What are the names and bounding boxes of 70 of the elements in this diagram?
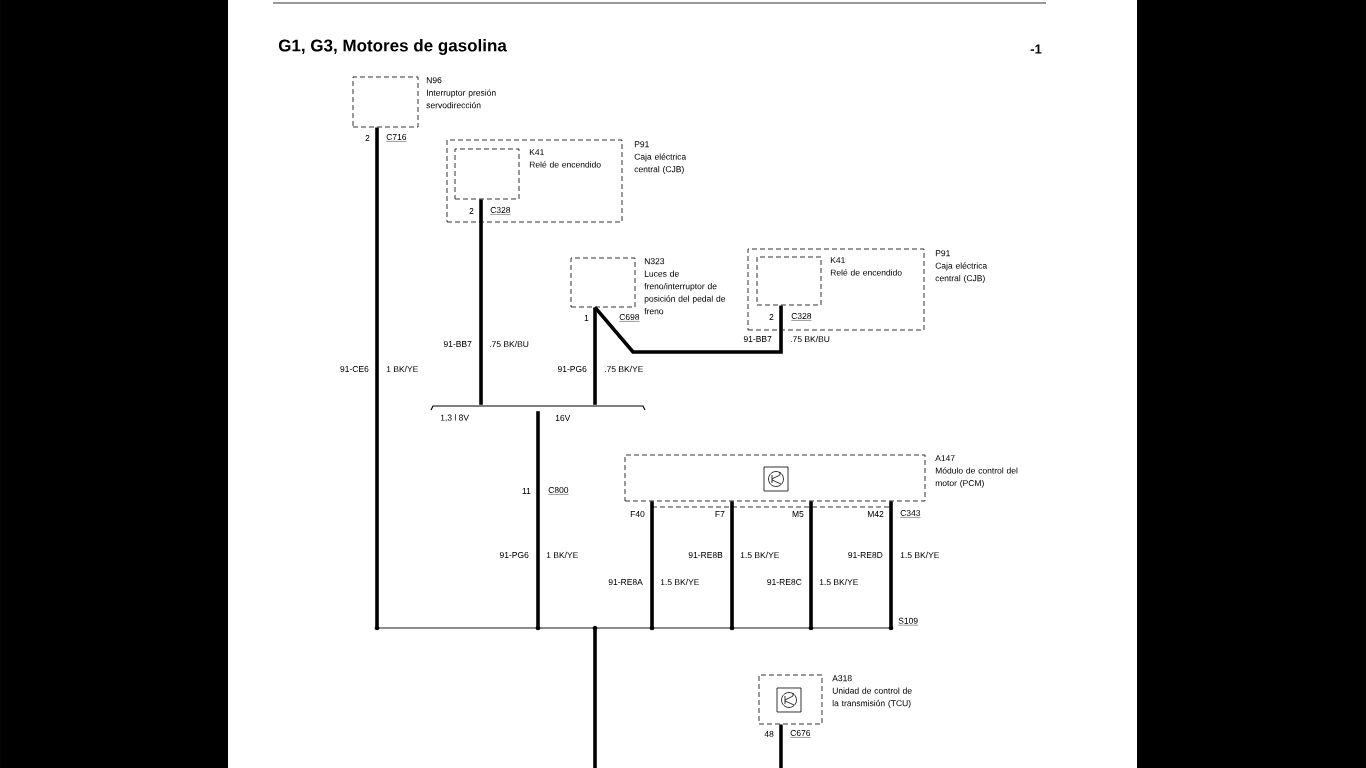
- node-label: Caja eléctrica central (CJB): [634, 153, 687, 174]
- connector-label: C800: [548, 487, 569, 495]
- wire: [889, 501, 893, 628]
- pin-number: 11: [522, 488, 531, 494]
- wire-spec: .75 BK/BU: [790, 335, 830, 343]
- node-label: Unidad de control de la transmisión (TCU): [832, 687, 912, 708]
- wire-spec: .75 BK/BU: [490, 340, 529, 348]
- node-label: N323: [644, 258, 665, 265]
- wire-spec: 1.5 BK/YE: [900, 551, 940, 559]
- node-label: P91: [634, 141, 649, 148]
- node-label: Módulo de control del motor (PCM): [935, 467, 1018, 488]
- title: G1, G3, Motores de gasolina: [278, 39, 507, 55]
- node-label: K41: [830, 257, 845, 264]
- wire: [730, 501, 734, 628]
- wire-spec: 1 BK/YE: [546, 551, 578, 559]
- component-box: K41 Relé de encendido: [454, 148, 601, 200]
- component-box: N323 Luces de freno/interruptor de posición del pedal de freno: [570, 257, 726, 315]
- pin-number: 2: [469, 208, 474, 214]
- component-box: K41 Relé de encendido: [756, 256, 902, 306]
- node-label: A147: [935, 455, 955, 462]
- edge-label: 91-RE8D: [846, 551, 884, 559]
- wire-spec: 1.5 BK/YE: [819, 578, 859, 586]
- edge-label: 91-CE6: [339, 365, 370, 373]
- node-label: N96: [426, 77, 442, 84]
- pin-number: 2: [769, 314, 774, 320]
- node-label: K41: [529, 149, 544, 156]
- pin-number: 2: [365, 135, 370, 141]
- wire: [536, 411, 540, 628]
- wire: [593, 628, 597, 768]
- edge-label: 91-BB7: [742, 335, 773, 343]
- node-label: Relé de encendido: [529, 161, 601, 168]
- node-label: A318: [832, 675, 852, 682]
- variant-bracket: 1,3 l 8V 16V: [430, 405, 646, 422]
- wire-spec: 1 BK/YE: [386, 365, 418, 373]
- edge-label: 91-BB7: [442, 340, 473, 348]
- edge-label: 91-RE8A: [607, 578, 644, 586]
- wire: [593, 305, 783, 354]
- wire: [375, 127, 379, 628]
- edge-label: 91-PG6: [498, 551, 530, 559]
- edge-label: 91-RE8B: [687, 551, 724, 559]
- node-label: Relé de encendido: [830, 269, 902, 276]
- wire-spec: 1.5 BK/YE: [740, 551, 780, 559]
- pin-label: F7: [715, 511, 725, 517]
- page-number: -1: [1030, 44, 1042, 54]
- wire: [779, 724, 783, 768]
- component-box: N96 Interruptor presión servodirección: [352, 76, 496, 128]
- node-label: Luces de freno/interruptor de posición del pedal de freno: [644, 270, 726, 315]
- wire: [809, 501, 813, 628]
- wire-spec: .75 BK/YE: [605, 365, 644, 373]
- edge-label: 91-PG6: [556, 365, 588, 373]
- wire-spec: 1.5 BK/YE: [660, 578, 700, 586]
- connector-label: C328: [490, 207, 511, 215]
- splice-bus: S109: [374, 617, 919, 631]
- pin-label: M5: [792, 511, 804, 517]
- wire: [479, 199, 483, 405]
- component-box: A147 Módulo de control del motor (PCM): [624, 454, 1018, 508]
- wire: [650, 501, 654, 628]
- pin-number: 1: [584, 315, 589, 321]
- connector-label: C328: [791, 313, 812, 321]
- connector-label: C343: [900, 510, 921, 518]
- pin-number: 48: [764, 731, 774, 737]
- node-label: Caja eléctrica central (CJB): [935, 262, 988, 283]
- node-label: Interruptor presión servodirección: [426, 89, 496, 109]
- node-label: P91: [935, 250, 950, 257]
- pin-label: M42: [867, 511, 884, 517]
- component-box: A318 Unidad de control de la transmisión (TCU): [758, 674, 912, 725]
- node-label: S109: [898, 617, 918, 624]
- wire: [593, 307, 597, 405]
- pin-label: F40: [630, 511, 645, 517]
- edge-label: 91-RE8C: [765, 578, 803, 586]
